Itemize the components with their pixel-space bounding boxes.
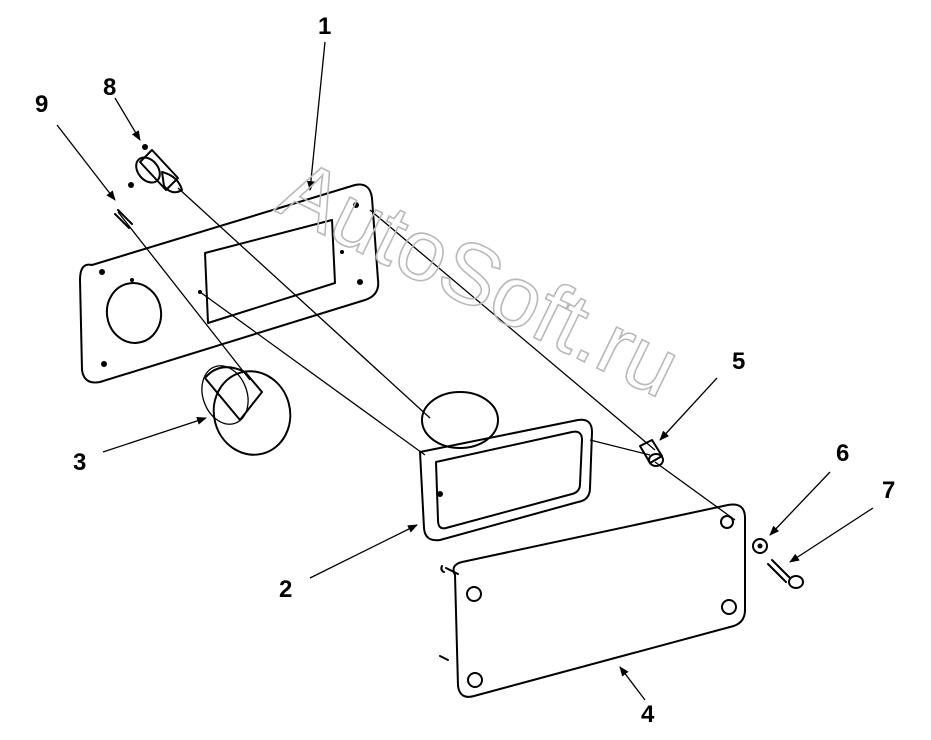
callout-7: 7 — [882, 477, 895, 504]
cover-plate-part-4 — [439, 503, 746, 698]
callout-8: 8 — [103, 74, 116, 101]
callout-5: 5 — [732, 348, 745, 375]
callout-4: 4 — [641, 701, 655, 728]
screw-part-7 — [767, 559, 804, 589]
bulb-part-8 — [128, 144, 183, 194]
nut-part-6 — [752, 538, 768, 554]
leader-lines — [56, 41, 874, 701]
small-screw-part-9 — [114, 209, 133, 229]
watermark: AutoSoft.ru — [265, 141, 694, 416]
rectangular-lamp-part-2 — [419, 391, 593, 542]
callout-2: 2 — [279, 576, 292, 603]
callout-6: 6 — [836, 440, 849, 467]
callout-3: 3 — [73, 449, 86, 476]
callout-9: 9 — [35, 91, 48, 118]
mounting-plate-part-1 — [79, 183, 380, 384]
callout-1: 1 — [318, 13, 331, 40]
round-lamp-part-3 — [201, 365, 292, 456]
spacer-part-5 — [639, 439, 664, 467]
